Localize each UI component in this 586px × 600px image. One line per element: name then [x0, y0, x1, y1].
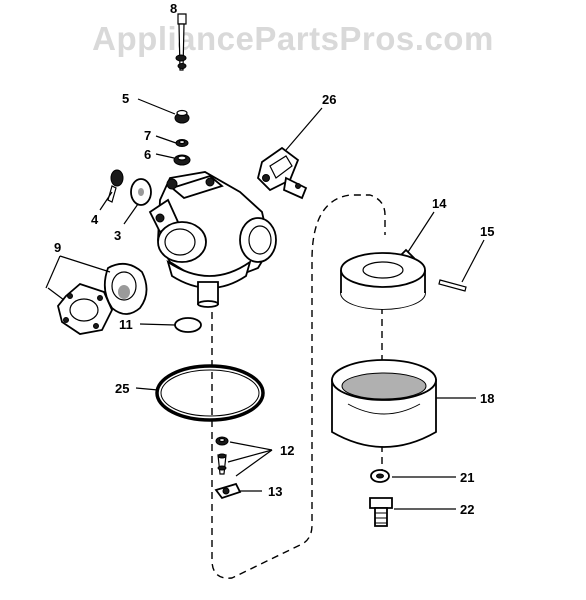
- part-22-bowl-nut: [369, 497, 393, 527]
- leader-9a: [45, 255, 61, 289]
- callout-18: 18: [480, 391, 494, 406]
- callout-21: 21: [460, 470, 474, 485]
- part-4-screw: [107, 169, 124, 203]
- part-7-washer: [175, 139, 189, 147]
- part-9-intake-filter: [57, 282, 113, 335]
- part-12-needle-and-seat: [215, 436, 229, 475]
- callout-13: 13: [268, 484, 282, 499]
- callout-12: 12: [280, 443, 294, 458]
- leader-15: [461, 239, 485, 283]
- callout-15: 15: [480, 224, 494, 239]
- part-13-clip: [214, 482, 242, 500]
- part-15-hinge-pin: [438, 279, 467, 292]
- leader-6: [155, 153, 175, 159]
- float: [340, 252, 426, 310]
- callout-3: 3: [114, 228, 121, 243]
- callout-14: 14: [432, 196, 447, 211]
- part-8-adjusting-needle: [175, 13, 187, 71]
- leader-lines: [45, 98, 485, 510]
- callout-25: 25: [115, 381, 129, 396]
- part-26-fuel-fitting: [257, 146, 308, 200]
- leader-3: [123, 203, 139, 225]
- part-11-welch-plug: [174, 317, 202, 333]
- carburetor-body: [148, 171, 277, 308]
- callout-7: 7: [144, 128, 151, 143]
- callout-8: 8: [170, 1, 177, 16]
- leader-12b: [227, 449, 273, 463]
- leader-12a: [229, 441, 273, 451]
- callout-26: 26: [322, 92, 336, 107]
- callout-22: 22: [460, 502, 474, 517]
- leader-12c: [235, 449, 273, 477]
- leader-9c: [47, 287, 65, 301]
- leader-7: [155, 135, 177, 144]
- part-5-spring: [174, 109, 190, 124]
- part-25-bowl-gasket: [155, 364, 265, 422]
- part-6-o-ring: [173, 154, 191, 166]
- leader-9b: [59, 255, 111, 273]
- leader-4: [99, 191, 113, 211]
- callout-4: 4: [91, 212, 99, 227]
- leader-26: [285, 107, 323, 151]
- callout-5: 5: [122, 91, 129, 106]
- leader-25: [135, 387, 159, 391]
- part-21-washer: [370, 469, 390, 483]
- watermark: AppliancePartsPros.com: [92, 20, 494, 57]
- callout-labels: 8 5 7 6 26 4 3 9 11 25 12 13 14 15 18 21…: [54, 1, 494, 517]
- leader-11: [139, 323, 176, 326]
- callout-6: 6: [144, 147, 151, 162]
- leader-5: [137, 98, 176, 115]
- callout-11: 11: [119, 317, 133, 332]
- part-9-filter-cup: [103, 262, 148, 315]
- part-18-float-bowl: [331, 359, 437, 448]
- leader-14: [407, 211, 435, 253]
- part-3-gasket: [130, 178, 152, 206]
- callout-9: 9: [54, 240, 61, 255]
